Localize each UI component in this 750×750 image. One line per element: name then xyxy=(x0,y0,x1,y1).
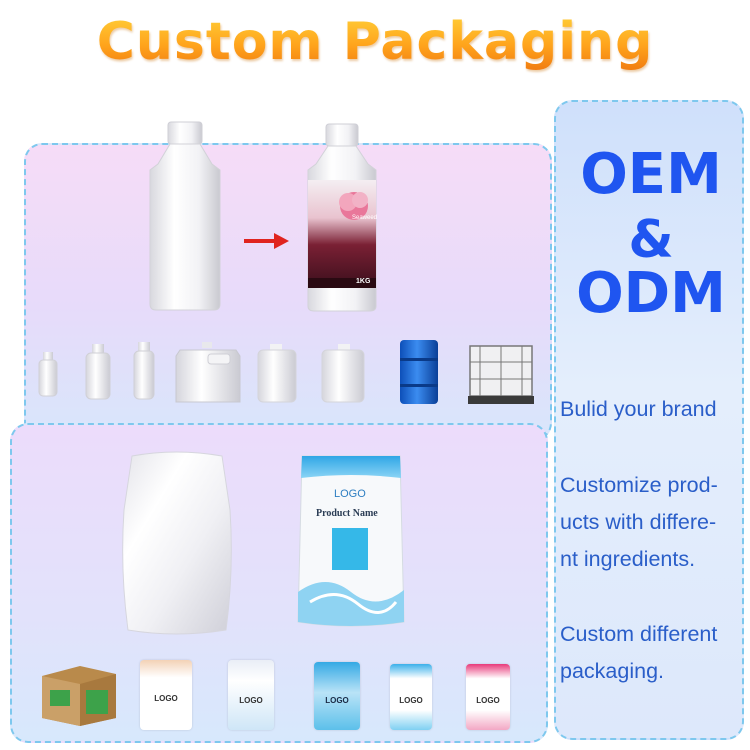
customize-line: nt ingredients. xyxy=(560,547,696,571)
blank-bag-image xyxy=(122,451,232,635)
thumb-bag-white: LOGO xyxy=(228,660,274,730)
packaging-line: Custom different xyxy=(560,622,718,646)
ampersand-heading: & xyxy=(628,210,674,270)
build-brand-text: Bulid your brand xyxy=(560,397,717,421)
customize-products-text: Customize prod- ucts with differe- nt in… xyxy=(560,467,746,578)
oem-odm-panel: OEM & ODM xyxy=(554,100,744,740)
page-title: Custom Packaging xyxy=(0,12,750,72)
oem-heading: OEM xyxy=(580,142,722,207)
bag-product-name: Product Name xyxy=(316,508,378,519)
custom-packaging-text: Custom different packaging. xyxy=(560,616,746,690)
thumb-logo-text: LOGO xyxy=(239,696,263,705)
odm-heading: ODM xyxy=(576,261,726,326)
customize-line: Customize prod- xyxy=(560,473,718,497)
thumb-logo-text: LOGO xyxy=(476,696,500,705)
thumb-bag-peach: LOGO xyxy=(140,660,192,730)
thumb-logo-text: LOGO xyxy=(325,696,349,705)
container-row-image xyxy=(38,340,534,404)
packaging-line: packaging. xyxy=(560,659,664,683)
printed-bag-image: LOGO Product Name xyxy=(296,452,406,630)
thumb-bag-blue: LOGO xyxy=(314,662,360,730)
bottle-label-weight: 1KG xyxy=(356,278,371,285)
customize-line: ucts with differe- xyxy=(560,510,717,534)
thumb-logo-text: LOGO xyxy=(154,694,178,703)
carton-box-image xyxy=(42,666,116,726)
bottle-label-title: Seaweed xyxy=(352,215,378,221)
blank-bottle-image xyxy=(149,121,221,311)
labeled-bottle-image: Seaweed 1KG xyxy=(300,122,384,312)
thumb-bag-pink: LOGO xyxy=(466,664,510,730)
thumb-logo-text: LOGO xyxy=(399,696,423,705)
thumb-bag-sky: LOGO xyxy=(390,664,432,730)
arrow-right-icon xyxy=(244,233,289,249)
bag-logo-text: LOGO xyxy=(334,488,366,500)
